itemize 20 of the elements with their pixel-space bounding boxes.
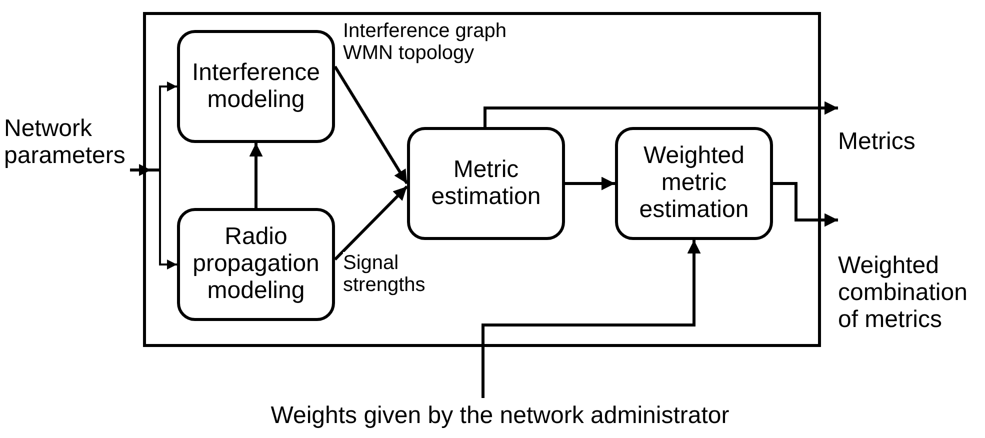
- arrow: [249, 143, 263, 208]
- process-box: [407, 127, 565, 240]
- arrow: [565, 176, 615, 190]
- process-box: [177, 208, 335, 321]
- label-text: Weights given by the network administrator: [270, 402, 730, 430]
- arrow: [334, 185, 408, 261]
- box-label: Radio propagation modeling: [192, 224, 320, 305]
- arrow: [484, 101, 838, 127]
- process-box: [615, 127, 773, 240]
- box-label: Interference modeling: [190, 60, 322, 114]
- arrow: [482, 240, 701, 398]
- label-text: Network parameters: [4, 116, 126, 170]
- box-label: Weighted metric estimation: [638, 143, 750, 224]
- label-text: Metrics: [838, 129, 916, 156]
- label-text: Weighted combination of metrics: [838, 253, 968, 334]
- process-box: [177, 30, 335, 143]
- system-boundary-box: [143, 12, 821, 347]
- box-label: Metric estimation: [430, 156, 542, 210]
- arrow: [334, 66, 408, 184]
- arrow: [773, 182, 838, 227]
